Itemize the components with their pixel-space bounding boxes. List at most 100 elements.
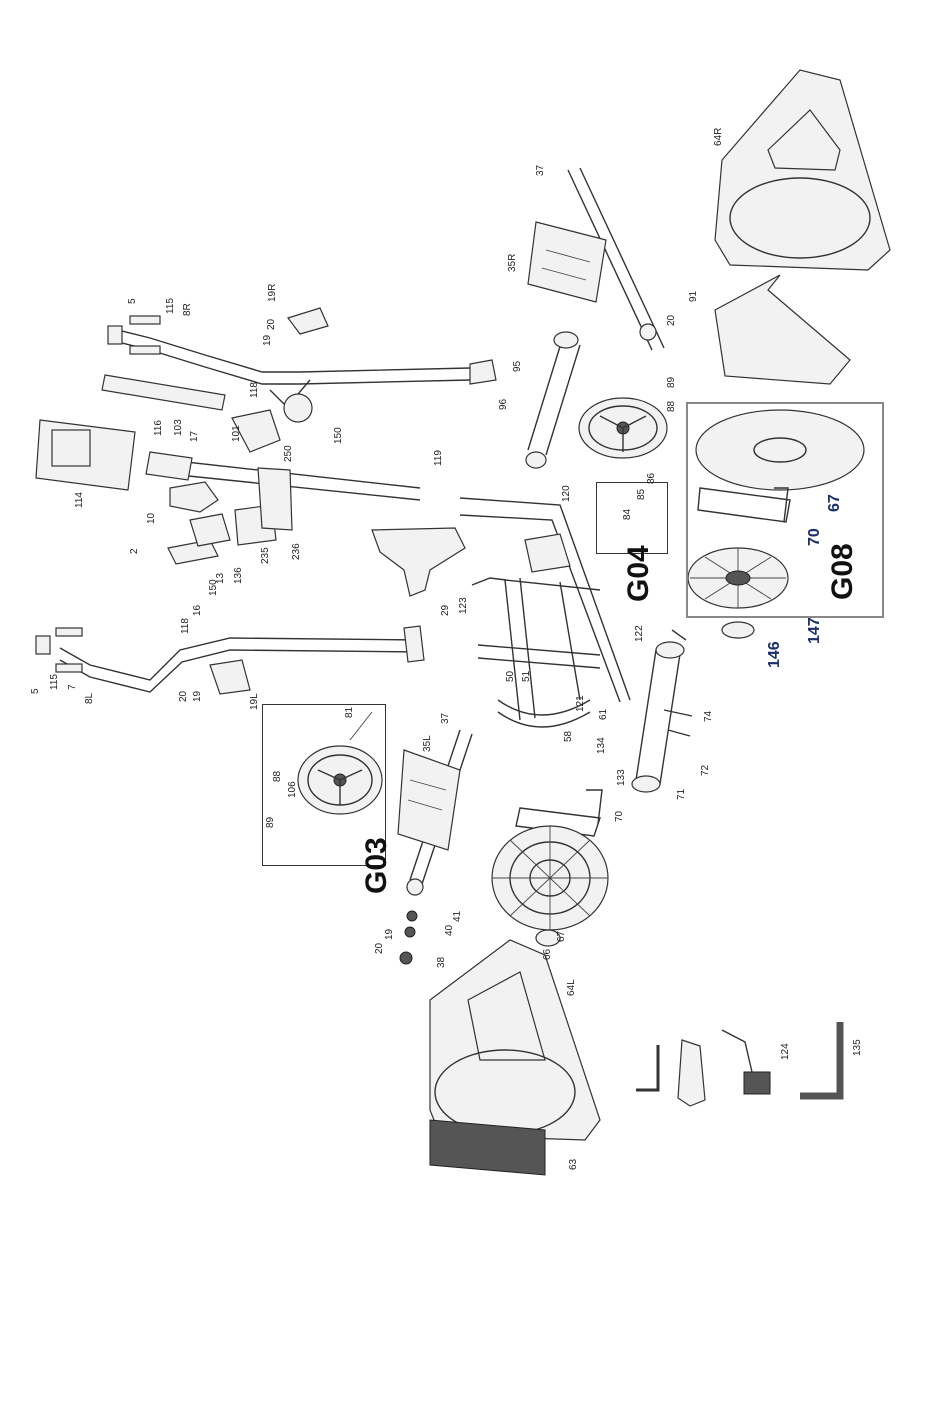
right-handlebar-arm	[108, 308, 496, 422]
label-17: 17	[189, 431, 200, 442]
label-72: 72	[700, 765, 711, 776]
label-119: 119	[433, 450, 444, 466]
label-20-mid: 20	[178, 691, 189, 702]
label-61: 61	[598, 709, 609, 720]
label-86: 86	[646, 473, 657, 484]
label-38: 38	[436, 957, 447, 968]
label-19-top: 19	[262, 335, 273, 346]
label-10: 10	[146, 513, 157, 524]
label-50: 50	[505, 671, 516, 682]
washer-40	[405, 927, 415, 937]
tools	[636, 1022, 840, 1106]
label-88-right: 88	[666, 401, 677, 412]
label-118-mid: 118	[180, 618, 191, 634]
label-16: 16	[192, 605, 203, 616]
label-64l: 64L	[566, 979, 577, 996]
left-cover	[430, 940, 600, 1175]
label-7: 7	[67, 684, 78, 690]
label-114: 114	[74, 492, 85, 508]
label-71: 71	[676, 789, 687, 800]
label-89-g03: 89	[265, 817, 276, 828]
label-40: 40	[444, 925, 455, 936]
label-66: 66	[542, 949, 553, 960]
label-122: 122	[634, 625, 645, 642]
cone-91	[715, 275, 850, 384]
label-67-bottom: 67	[556, 931, 567, 942]
label-150-top: 150	[333, 427, 344, 444]
washer-41	[407, 911, 417, 921]
label-81: 81	[344, 707, 355, 718]
label-19-mid: 19	[192, 691, 203, 702]
label-235: 235	[260, 547, 271, 564]
label-85: 85	[636, 489, 647, 500]
label-101: 101	[231, 425, 242, 442]
group-label-g03: G03	[360, 837, 394, 894]
console-mast	[146, 410, 420, 545]
label-250: 250	[283, 445, 294, 462]
label-19l: 19L	[249, 693, 260, 710]
label-96: 96	[498, 399, 509, 410]
label-116: 116	[153, 420, 164, 436]
grip-tube	[102, 375, 225, 410]
left-pedal-arm	[398, 730, 472, 895]
label-67-g08: 67	[826, 494, 844, 512]
label-19-bottom: 19	[384, 929, 395, 940]
group-label-g08: G08	[826, 543, 860, 600]
label-135: 135	[852, 1039, 863, 1056]
label-118-top: 118	[249, 382, 260, 398]
label-91: 91	[688, 291, 699, 302]
label-124: 124	[780, 1043, 791, 1060]
label-136: 136	[233, 567, 244, 584]
label-8r: 8R	[182, 303, 193, 316]
label-2: 2	[129, 548, 140, 554]
label-150-mid: 150	[208, 579, 219, 596]
label-120: 120	[561, 485, 572, 502]
label-19r: 19R	[267, 284, 278, 302]
rear-stabilizer	[632, 630, 692, 792]
label-121: 121	[575, 695, 586, 712]
flywheel-67	[492, 826, 608, 930]
frame-foot-29	[372, 528, 465, 596]
label-64r: 64R	[713, 128, 724, 146]
label-63: 63	[568, 1159, 579, 1170]
label-70-mid: 70	[614, 811, 625, 822]
label-29: 29	[440, 605, 451, 616]
label-20-bottom: 20	[374, 943, 385, 954]
label-147: 147	[806, 617, 824, 644]
label-88-g03: 88	[272, 771, 283, 782]
label-84: 84	[622, 509, 633, 520]
right-pedal-arm	[528, 168, 664, 350]
wire-123	[472, 578, 506, 585]
label-37-top: 37	[535, 165, 546, 176]
right-crank-axle	[526, 332, 580, 468]
pivot-bracket-13	[190, 514, 230, 546]
pulley-88-right	[579, 398, 667, 458]
label-115-bottom: 115	[49, 674, 60, 690]
label-35r: 35R	[507, 254, 518, 272]
right-cover	[715, 70, 890, 270]
nut-38	[400, 952, 412, 964]
label-123: 123	[458, 597, 469, 614]
label-20-right: 20	[666, 315, 677, 326]
console	[36, 420, 135, 490]
label-8l: 8L	[84, 693, 95, 704]
label-41: 41	[452, 911, 463, 922]
group-label-g04: G04	[622, 545, 656, 602]
left-handlebar-arm	[36, 626, 424, 694]
label-89-right: 89	[666, 377, 677, 388]
label-58: 58	[563, 731, 574, 742]
label-51: 51	[521, 671, 532, 682]
label-74: 74	[703, 711, 714, 722]
label-133: 133	[616, 769, 627, 786]
label-37-mid: 37	[440, 713, 451, 724]
label-115-top: 115	[165, 298, 176, 314]
label-20-top: 20	[266, 319, 277, 330]
label-134: 134	[596, 737, 607, 754]
label-146: 146	[766, 641, 784, 668]
label-103: 103	[173, 419, 184, 436]
label-95: 95	[512, 361, 523, 372]
label-35l: 35L	[422, 735, 433, 752]
pivot-bracket-10	[170, 482, 218, 512]
label-5-top: 5	[127, 298, 138, 304]
